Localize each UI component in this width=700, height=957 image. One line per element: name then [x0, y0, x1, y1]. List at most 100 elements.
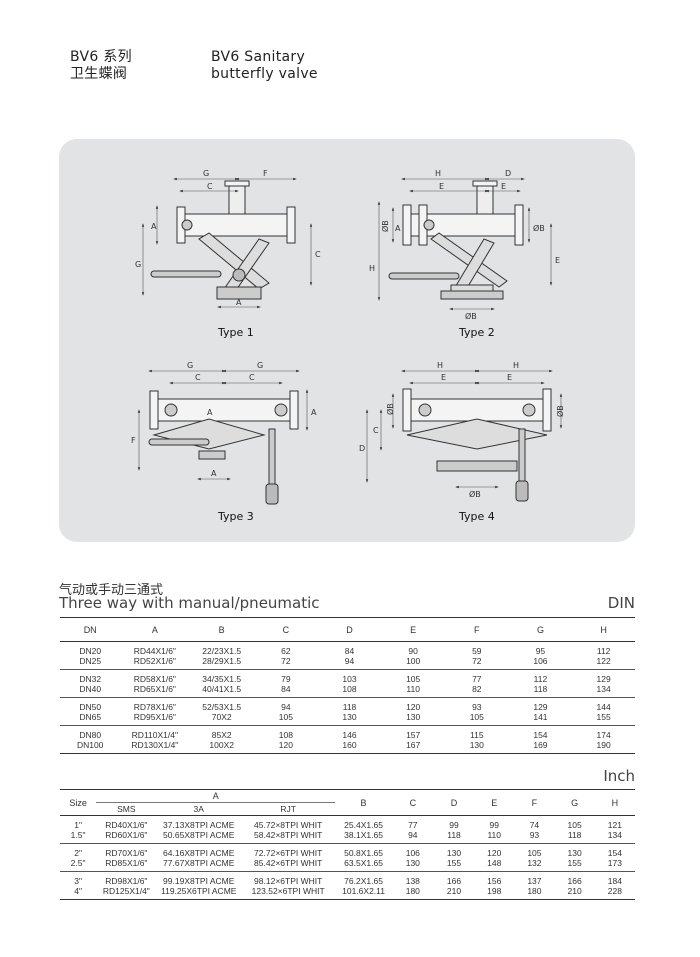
cell-value: 210 — [446, 885, 462, 896]
type4-caption: Type 4 — [458, 510, 495, 523]
table-cell: RD40X1/6"RD60X1/6" — [96, 815, 157, 844]
cell-value: 99 — [489, 819, 499, 830]
col-header: F — [444, 617, 509, 642]
cell-value: 94 — [281, 701, 291, 712]
cell-value: 118 — [567, 829, 582, 840]
cell-value: 72 — [281, 655, 291, 666]
cell-value: RD130X1/4" — [131, 739, 179, 750]
cell-value: 94 — [344, 655, 355, 666]
cell-value: 50.65X8TPI ACME — [163, 829, 235, 840]
cell-value: 138 — [405, 875, 420, 886]
cell-value: 106 — [533, 655, 548, 666]
valve-drawings: G F C A G C A Type 1 — [131, 169, 565, 523]
col-header: D — [317, 617, 382, 642]
cell-value: 155 — [567, 857, 582, 868]
cell-value: RD65X1/6" — [133, 683, 176, 694]
cell-value: 1.5" — [70, 829, 86, 840]
cell-value: 1" — [74, 819, 82, 830]
dim-label: G — [257, 361, 263, 370]
cell-value: 160 — [342, 739, 357, 750]
dim-label: A — [207, 408, 213, 417]
col-header: DN — [60, 617, 121, 642]
cell-value: 118 — [533, 683, 548, 694]
cell-value: 94 — [408, 829, 418, 840]
cell-value: 38.1X1.65 — [344, 829, 383, 840]
cell-value: 137 — [527, 875, 542, 886]
cell-value: 108 — [342, 683, 357, 694]
cell-value: 141 — [533, 711, 548, 722]
inch-subheader-row: SMS 3A RJT — [60, 802, 635, 816]
dim-label: A — [151, 222, 157, 231]
din-section-title-en: Three way with manual/pneumatic — [59, 594, 320, 612]
cell-value: 84 — [344, 645, 355, 656]
dim-label: ØB — [533, 223, 545, 233]
cell-value: 134 — [607, 829, 622, 840]
dim-label: E — [507, 373, 512, 382]
cell-value: 85.42×6TPI WHIT — [254, 857, 323, 868]
cell-value: 173 — [607, 857, 622, 868]
dim-label: H — [513, 361, 519, 370]
cell-value: 105 — [406, 673, 421, 684]
col-subheader: RJT — [240, 802, 336, 816]
cell-value: 105 — [567, 819, 582, 830]
type4-drawing — [402, 388, 552, 502]
header-left: BV6 系列 卫生蝶阀 — [70, 49, 132, 83]
cell-value: 148 — [487, 857, 502, 868]
cell-value: 130 — [405, 857, 420, 868]
dim-label: C — [249, 373, 255, 382]
type2-dimensions — [377, 177, 553, 311]
cell-value: 3" — [74, 875, 82, 886]
cell-value: 123.52×6TPI WHIT — [251, 885, 325, 896]
cell-value: 130 — [342, 711, 357, 722]
col-header: A — [96, 789, 336, 803]
cell-value: 120 — [406, 701, 421, 712]
dim-label: E — [441, 373, 446, 382]
cell-value: 22/23X1.5 — [202, 645, 242, 656]
cell-value: 99.19X8TPI ACME — [163, 875, 235, 886]
dim-label: A — [211, 469, 217, 478]
dim-label: E — [439, 182, 444, 191]
table-cell: RD98X1/6"RD125X1/4" — [96, 871, 157, 900]
cell-value: 129 — [596, 673, 611, 684]
cell-value: 180 — [527, 885, 542, 896]
cell-value: 77 — [472, 673, 482, 684]
cell-value: 90 — [408, 645, 418, 656]
type3-caption: Type 3 — [217, 510, 254, 523]
cell-value: 2" — [74, 847, 82, 858]
type4-dimensions — [365, 369, 563, 489]
cell-value: DN40 — [79, 683, 102, 694]
cell-value: 93 — [472, 701, 482, 712]
dim-label: ØB — [380, 220, 390, 232]
cell-value: 100X2 — [209, 739, 234, 750]
table-cell: RD78X1/6"RD95X1/6" — [120, 697, 190, 726]
col-header: D — [433, 789, 475, 816]
cell-value: 121 — [607, 819, 622, 830]
cell-value: 28/29X1.5 — [202, 655, 242, 666]
col-header: H — [572, 617, 635, 642]
cell-value: 112 — [596, 645, 611, 656]
